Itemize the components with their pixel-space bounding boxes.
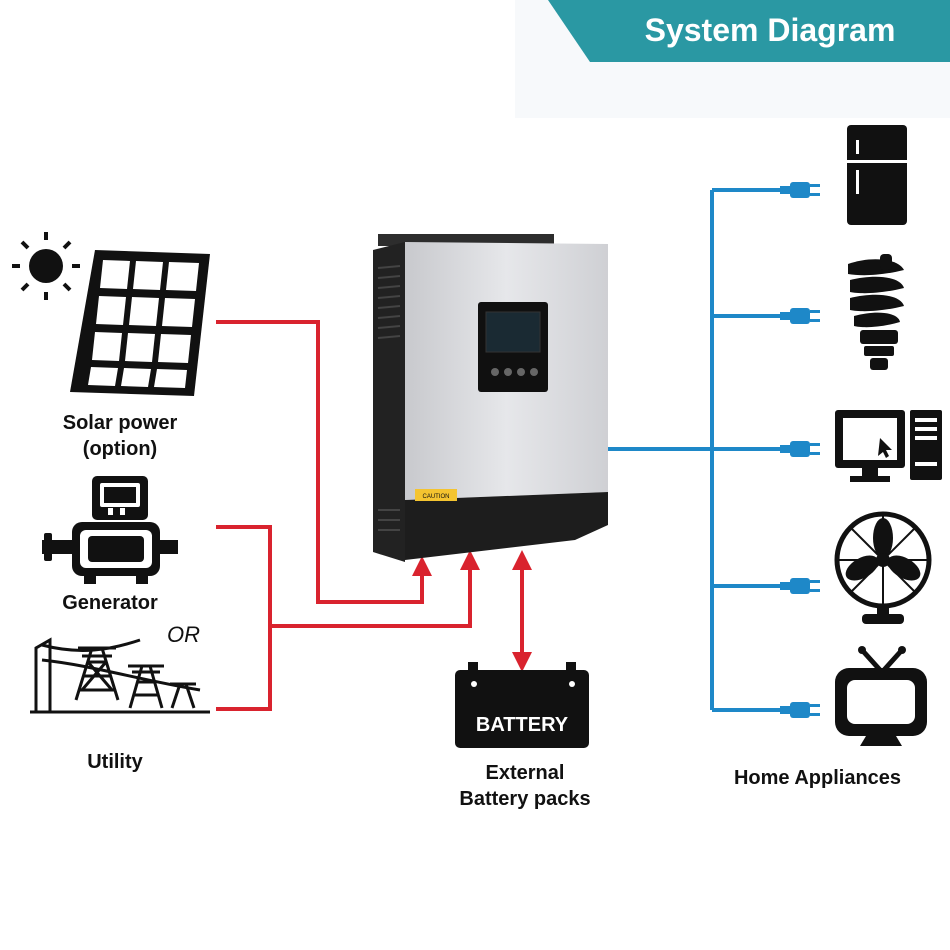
solar-panel-icon bbox=[70, 250, 210, 396]
input-lines bbox=[216, 320, 532, 711]
battery-label: BATTERY bbox=[476, 714, 569, 736]
television-icon bbox=[835, 646, 927, 746]
plug-icon bbox=[780, 308, 820, 324]
caution-label: CAUTION bbox=[423, 494, 450, 500]
battery-icon: BATTERY bbox=[455, 662, 589, 748]
home-appliances-label: Home Appliances bbox=[733, 767, 902, 789]
generator-icon bbox=[42, 476, 178, 584]
plug-icon bbox=[780, 578, 820, 594]
utility-label: Utility bbox=[87, 751, 143, 773]
page-title: System Diagram bbox=[644, 12, 896, 48]
generator-line bbox=[216, 525, 272, 711]
solar-label-line2: (option) bbox=[82, 438, 158, 460]
fan-icon bbox=[834, 511, 932, 624]
battery-caption-line2: Battery packs bbox=[459, 788, 591, 810]
battery-caption-line1: External bbox=[485, 762, 565, 784]
sun-icon bbox=[12, 232, 80, 300]
refrigerator-icon bbox=[847, 125, 907, 225]
light-bulb-icon bbox=[848, 254, 904, 370]
solar-line bbox=[216, 320, 432, 604]
plug-icon bbox=[780, 441, 820, 457]
plug-icon bbox=[780, 182, 820, 198]
solar-label: Solar power (option) bbox=[30, 410, 210, 462]
generator-to-inverter-line bbox=[270, 550, 480, 628]
output-lines bbox=[607, 188, 790, 712]
generator-label: Generator bbox=[62, 592, 158, 614]
inverter-unit: CAUTION bbox=[373, 234, 608, 562]
plug-icon bbox=[780, 702, 820, 718]
header-banner bbox=[515, 0, 950, 118]
battery-caption: External Battery packs bbox=[430, 760, 620, 812]
appliance-plugs bbox=[780, 182, 820, 718]
power-tower-icon bbox=[30, 637, 210, 714]
or-text: OR bbox=[167, 622, 200, 647]
solar-label-line1: Solar power bbox=[62, 412, 178, 434]
computer-icon bbox=[835, 410, 942, 482]
